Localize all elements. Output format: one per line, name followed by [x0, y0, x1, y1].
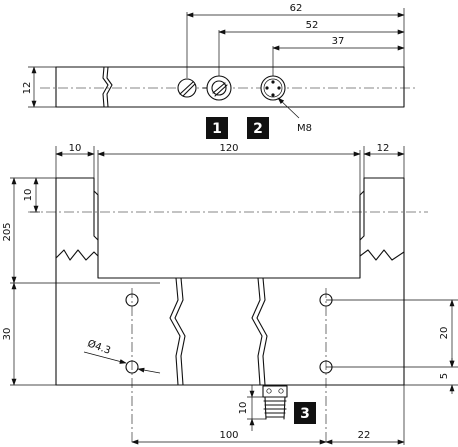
dim-12: 12: [22, 82, 33, 95]
dim-205: 205: [2, 222, 13, 241]
dim-10-vert: 10: [23, 189, 34, 202]
dim-20: 20: [439, 327, 450, 340]
dim-37: 37: [332, 36, 345, 47]
break-vert-4: [256, 277, 268, 386]
element-3-connector: [262, 385, 288, 420]
callout-1-box: [206, 117, 228, 139]
callout-2: 2: [253, 121, 263, 137]
dim-100: 100: [219, 430, 238, 441]
callout-3: 3: [300, 406, 310, 422]
top-break-line: [106, 66, 113, 108]
dim-52: 52: [306, 20, 319, 31]
top-view: 62 52 37 12 M8 1 2: [22, 3, 418, 139]
element-1-screw: [177, 78, 197, 98]
break-vert-1: [169, 277, 181, 386]
dim-10-left: 10: [69, 143, 82, 154]
dim-5: 5: [439, 373, 450, 379]
top-view-outline: [55, 66, 405, 108]
top-break-line: [102, 66, 109, 108]
dim-62: 62: [290, 3, 303, 14]
callout-2-box: [247, 117, 269, 139]
hole-leader: [83, 351, 123, 363]
dim-120: 120: [219, 143, 238, 154]
callout-1: 1: [212, 121, 222, 137]
front-view: 10 120 12 10 205 30 20 5 Ø4.3: [2, 143, 458, 445]
break-vert-2: [174, 277, 186, 386]
break-vert-3: [251, 277, 263, 386]
m8-connector: [260, 75, 286, 101]
hole-diameter-label: Ø4.3: [86, 337, 112, 356]
dim-22: 22: [358, 430, 371, 441]
callout-3-box: [294, 402, 316, 424]
m8-label: M8: [297, 123, 312, 134]
inner-step-left: [93, 190, 99, 241]
dim-12-right: 12: [377, 143, 390, 154]
dim-30: 30: [2, 328, 13, 341]
m8-leader: [277, 97, 300, 119]
dim-10-conn: 10: [238, 402, 249, 415]
break-right: [359, 249, 405, 261]
break-left: [55, 249, 99, 261]
element-2-adjuster: [202, 75, 232, 101]
inner-step-right: [359, 190, 365, 241]
hole-leader-arrow-2: [137, 367, 161, 374]
hole-leader-arrow-1: [119, 359, 127, 364]
